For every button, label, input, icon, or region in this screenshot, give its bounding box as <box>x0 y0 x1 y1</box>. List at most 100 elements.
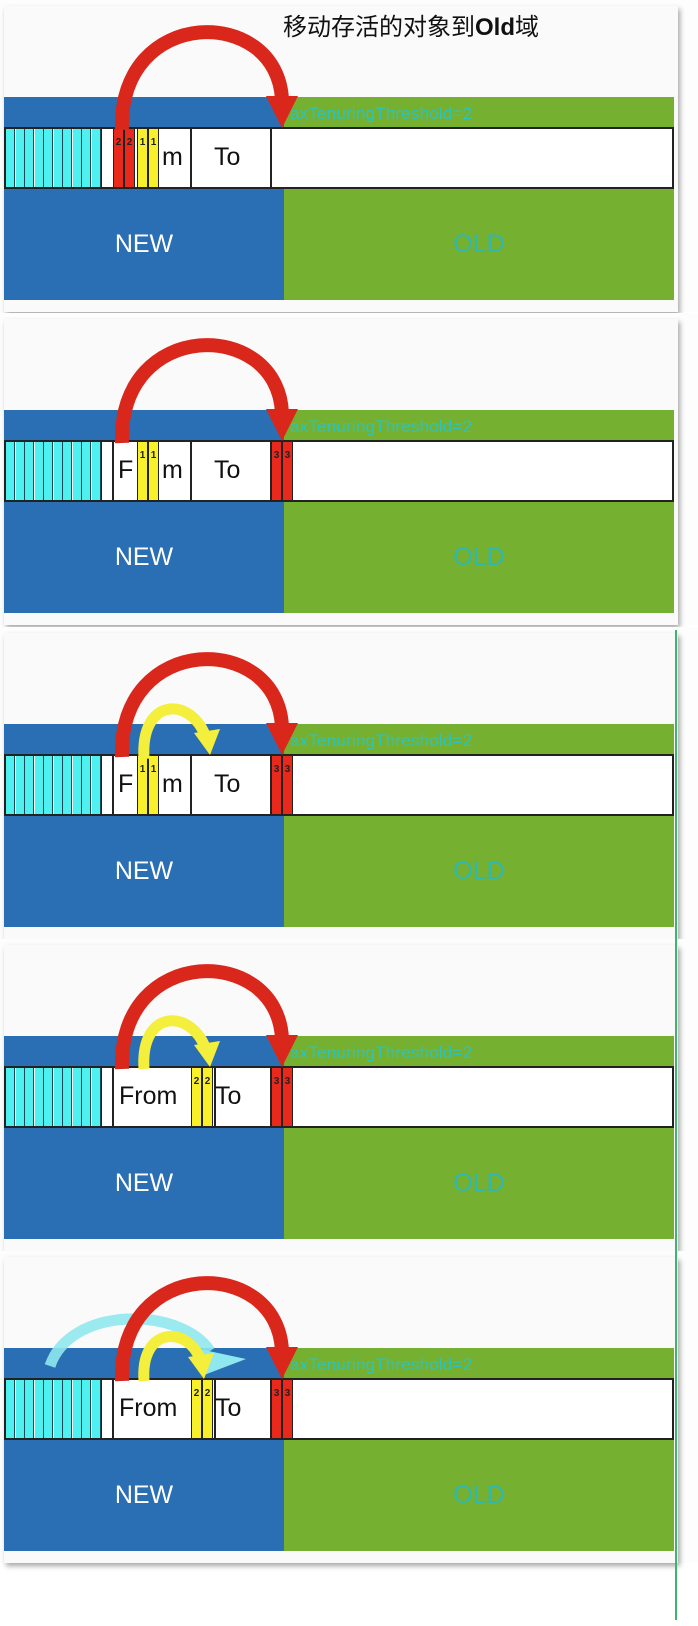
to-space-label: To <box>215 1394 242 1422</box>
old-generation <box>284 816 674 927</box>
to-space-label: To <box>214 143 241 171</box>
eden-cell <box>6 1380 15 1438</box>
old-strip <box>284 1036 674 1066</box>
eden-cell <box>72 756 82 814</box>
eden-cell <box>91 1380 101 1438</box>
eden-cell <box>63 1068 72 1126</box>
eden-cell <box>82 1068 91 1126</box>
old-generation <box>284 1128 674 1239</box>
eden-cell <box>15 756 25 814</box>
eden-cell <box>15 1068 25 1126</box>
from-space-label-tail: m <box>162 456 183 484</box>
eden-cell <box>34 1380 44 1438</box>
from-to-divider <box>214 1066 216 1128</box>
object-age-1: 1 <box>137 442 148 500</box>
eden-cell <box>91 1068 101 1126</box>
eden-cell <box>82 1380 91 1438</box>
eden-cell <box>44 1380 53 1438</box>
eden-divider <box>100 440 102 502</box>
eden-cell <box>72 442 82 500</box>
to-space-label: To <box>214 770 241 798</box>
old-generation <box>284 1440 674 1551</box>
gc-panel-4: axTenuringThreshold=2 From 2 2 To 3 3 NE… <box>0 939 698 1251</box>
old-strip <box>284 1348 674 1378</box>
eden-divider <box>100 127 102 189</box>
new-generation <box>4 816 284 927</box>
eden-cell <box>25 756 34 814</box>
eden-divider <box>100 1378 102 1440</box>
object-age-1: 1 <box>148 756 159 814</box>
new-strip <box>4 410 284 440</box>
threshold-label: axTenuringThreshold=2 <box>290 1043 473 1062</box>
object-age-1: 1 <box>137 129 148 187</box>
object-age-1: 1 <box>137 756 148 814</box>
to-space-label: To <box>214 456 241 484</box>
eden-cell <box>53 756 63 814</box>
eden-cell <box>44 756 53 814</box>
eden-cell <box>72 1068 82 1126</box>
eden-cell <box>15 442 25 500</box>
gc-panel-3: axTenuringThreshold=2 F 1 1 m To 3 3 NEW… <box>0 627 698 939</box>
from-space-label-tail: m <box>162 770 183 798</box>
eden-cell <box>44 1068 53 1126</box>
eden-cell <box>72 1380 82 1438</box>
object-age-3: 3 <box>271 442 282 500</box>
threshold-label: axTenuringThreshold=2 <box>290 104 473 123</box>
threshold-label: axTenuringThreshold=2 <box>290 1355 473 1374</box>
new-generation <box>4 1440 284 1551</box>
eden-cell <box>91 756 101 814</box>
eden-cell <box>63 442 72 500</box>
object-age-1: 1 <box>148 442 159 500</box>
object-age-1: 1 <box>148 129 159 187</box>
object-age-2: 2 <box>124 129 135 187</box>
promote-arrow-icon <box>114 964 298 1070</box>
eden-cell <box>6 1068 15 1126</box>
from-to-divider <box>214 1378 216 1440</box>
new-label: NEW <box>114 230 174 258</box>
from-space-label: F <box>118 456 134 484</box>
old-label: OLD <box>453 1481 505 1509</box>
page-title: 移动存活的对象到Old域 <box>283 14 539 41</box>
old-generation <box>284 502 674 613</box>
object-age-3: 3 <box>282 442 293 500</box>
eden-cell <box>53 1068 63 1126</box>
object-age-3: 3 <box>271 1380 282 1438</box>
eden-cell <box>63 756 72 814</box>
eden-cell <box>6 756 15 814</box>
old-strip <box>284 724 674 754</box>
to-space-label: To <box>215 1082 242 1110</box>
eden-divider <box>100 754 102 816</box>
object-age-3: 3 <box>282 1380 293 1438</box>
old-label: OLD <box>453 857 505 885</box>
promote-arrow-icon <box>44 1276 298 1382</box>
gc-panel-2: axTenuringThreshold=2 F 1 1 m To 3 3 NEW… <box>0 313 698 625</box>
new-label: NEW <box>114 1169 174 1197</box>
new-strip <box>4 97 284 127</box>
eden-cell <box>25 129 34 187</box>
old-strip <box>284 97 674 127</box>
from-space-label: m <box>162 143 183 171</box>
object-age-2: 2 <box>202 1380 213 1438</box>
object-age-3: 3 <box>282 1068 293 1126</box>
from-divider <box>112 1378 114 1440</box>
eden-cell <box>53 129 63 187</box>
from-to-divider <box>190 754 192 816</box>
eden-cell <box>53 442 63 500</box>
eden-cell <box>25 442 34 500</box>
new-generation <box>4 502 284 613</box>
from-divider <box>112 440 114 502</box>
from-to-divider <box>190 127 192 189</box>
gc-panel-5: axTenuringThreshold=2 From 2 2 To 3 3 NE… <box>0 1251 698 1563</box>
from-space-label: F <box>118 770 134 798</box>
eden-cell <box>44 129 53 187</box>
eden-cell <box>82 442 91 500</box>
old-label: OLD <box>453 230 505 258</box>
old-label: OLD <box>453 1169 505 1197</box>
eden-cell <box>15 129 25 187</box>
eden-cell <box>6 129 15 187</box>
eden-cell <box>91 442 101 500</box>
old-label: OLD <box>453 543 505 571</box>
eden-cell <box>25 1380 34 1438</box>
eden-divider <box>100 1066 102 1128</box>
from-divider <box>112 754 114 816</box>
